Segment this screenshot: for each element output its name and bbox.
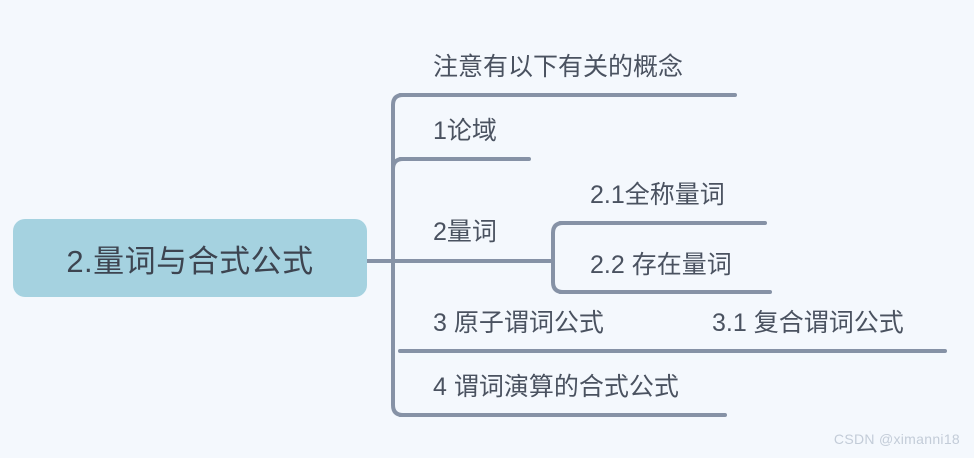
branch-node-4[interactable]: 4 谓词演算的合式公式 xyxy=(433,373,679,401)
branch-node-2[interactable]: 2量词 xyxy=(433,218,497,246)
branch-node-0[interactable]: 注意有以下有关的概念 xyxy=(433,53,684,81)
connector-underline-b1 xyxy=(391,157,531,171)
branch-node-2-1[interactable]: 2.1全称量词 xyxy=(590,181,725,209)
branch-node-2-2[interactable]: 2.2 存在量词 xyxy=(590,251,732,279)
root-node-label: 2.量词与合式公式 xyxy=(66,243,314,279)
branch-node-1[interactable]: 1论域 xyxy=(433,117,497,145)
branch-node-3[interactable]: 3 原子谓词公式 xyxy=(433,309,604,337)
branch-node-3-1[interactable]: 3.1 复合谓词公式 xyxy=(712,309,904,337)
root-node[interactable]: 2.量词与合式公式 xyxy=(13,219,367,297)
watermark: CSDN @ximanni18 xyxy=(833,431,960,447)
